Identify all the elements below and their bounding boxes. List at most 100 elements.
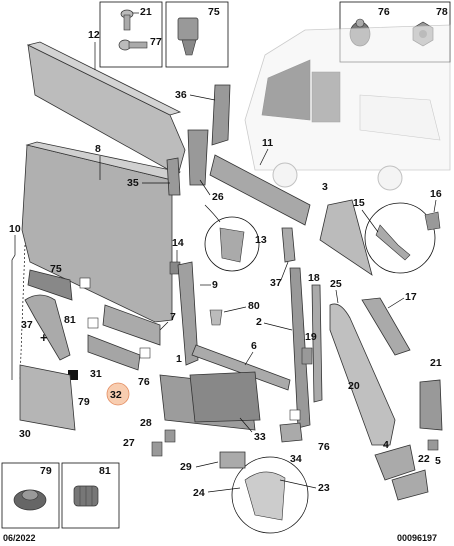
fastener-81-marker [87,317,99,329]
fastener-box-80: 79 [1,462,60,529]
bracket-35: 35 [127,157,181,196]
callout-22: 22 [418,453,430,465]
callout-77: 77 [150,36,162,48]
bracket-17: 17 [361,291,417,356]
callout-7: 7 [170,311,176,323]
pillar-21: 21 [419,357,443,431]
callout-27: 27 [123,437,135,449]
bracket-36: 36 [175,84,231,146]
bushing-81-icon [73,485,99,507]
callout-34: 34 [290,453,302,465]
plate-29: 29 [180,451,246,473]
bracket-22: 22 [418,439,439,465]
callout-79: 80 [248,300,260,312]
callout-30: 30 [19,428,31,440]
pillar-18: 18 [308,272,323,403]
callout-16: 16 [430,188,442,200]
callout-10: 10 [9,223,21,235]
detail-circle-13: 13 [204,204,267,272]
callout-group-left: 10 75 37 81 + 31 76 79 30 [9,223,161,440]
callout-80-box: 79 [40,465,52,477]
callout-70-top: 21 [140,6,152,18]
callout-25: 25 [330,278,342,290]
callout-3: 3 [322,181,328,193]
callout-29: 29 [180,461,192,473]
callout-80: 79 [78,396,90,408]
trim-5: 5 [391,455,441,501]
sill-6: 6 [191,340,291,391]
bracket-37: 37 [270,227,296,289]
callout-32: 32 [110,389,122,401]
bracket-34: 34 [279,422,303,465]
callout-24: 24 [193,487,205,499]
fastener-box-70-77: 21 77 [99,1,163,68]
fastener-80-marker [68,370,78,380]
clip-75-icon [177,17,199,56]
callout-35: 35 [127,177,139,189]
fastener-box-75: 75 [165,1,229,68]
pillar-9: 9 [177,261,218,366]
upper-side-panel-12: 12 [26,29,186,176]
callout-70: 37 [21,319,33,331]
callout-12: 12 [88,29,100,41]
callout-81-box: 81 [99,465,111,477]
grommet-79: 80 [209,300,260,326]
tray-1: 1 33 [159,353,266,443]
fastener-76-middle: 76 [138,347,151,388]
plug-80-icon [13,489,47,511]
callout-15: 15 [353,197,365,209]
callout-81: 81 [64,314,76,326]
footer-date: 06/2022 [3,533,36,543]
callout-37: 37 [270,277,282,289]
detail-circle-23-24: 23 24 [193,456,330,534]
callout-75-top: 75 [208,6,220,18]
callout-8: 8 [95,143,101,155]
callout-78-top: 78 [436,6,448,18]
door-frame-25: 25 20 [329,278,396,446]
callout-1: 1 [176,353,182,365]
upper-strip-11: 11 [209,137,311,226]
callout-6: 6 [251,340,257,352]
callout-31: 31 [90,368,102,380]
fastener-box-81: 81 [61,462,120,529]
callout-18: 18 [308,272,320,284]
callout-14: 14 [172,237,184,249]
callout-19: 19 [305,331,317,343]
callout-76-middle: 76 [138,376,150,388]
callout-11: 11 [262,137,273,149]
callout-28: 28 [140,417,152,429]
callout-9: 9 [212,279,218,291]
highlighted-part-32: 32 [87,334,141,406]
detail-circle-15-16: 15 16 [353,188,442,274]
callout-17: 17 [405,291,417,303]
bracket-27: 27 [123,437,163,457]
callout-23: 23 [318,482,330,494]
callout-76-top: 76 [378,6,390,18]
callout-2: 2 [256,316,262,328]
callout-20: 20 [348,380,360,392]
callout-75: 75 [50,263,62,275]
footer-reference: 00096197 [397,533,437,543]
corner-panel-3: 3 [319,181,373,276]
bracket-26: 26 [187,129,224,203]
callout-33: 33 [254,431,266,443]
bracket-19: 19 [301,331,317,365]
callout-13: 13 [255,234,267,246]
pillar-2: 2 [256,267,311,429]
callout-5: 5 [435,455,441,467]
bolt-70-icon [120,9,134,31]
callout-26: 26 [212,191,224,203]
callout-36: 36 [175,89,187,101]
callout-4: 4 [383,439,389,451]
fastener-76-bottom: 76 [289,409,330,453]
van-illustration [244,24,451,191]
fastener-75-marker [79,277,91,289]
bracket-28: 28 [140,417,176,443]
trim-4: 4 [374,439,416,481]
callout-76-bottom: 76 [318,441,330,453]
plus-sign: + [40,330,48,345]
callout-21: 21 [430,357,442,369]
main-side-panel-8: 8 [21,141,181,323]
bolt-77-icon [118,39,148,51]
